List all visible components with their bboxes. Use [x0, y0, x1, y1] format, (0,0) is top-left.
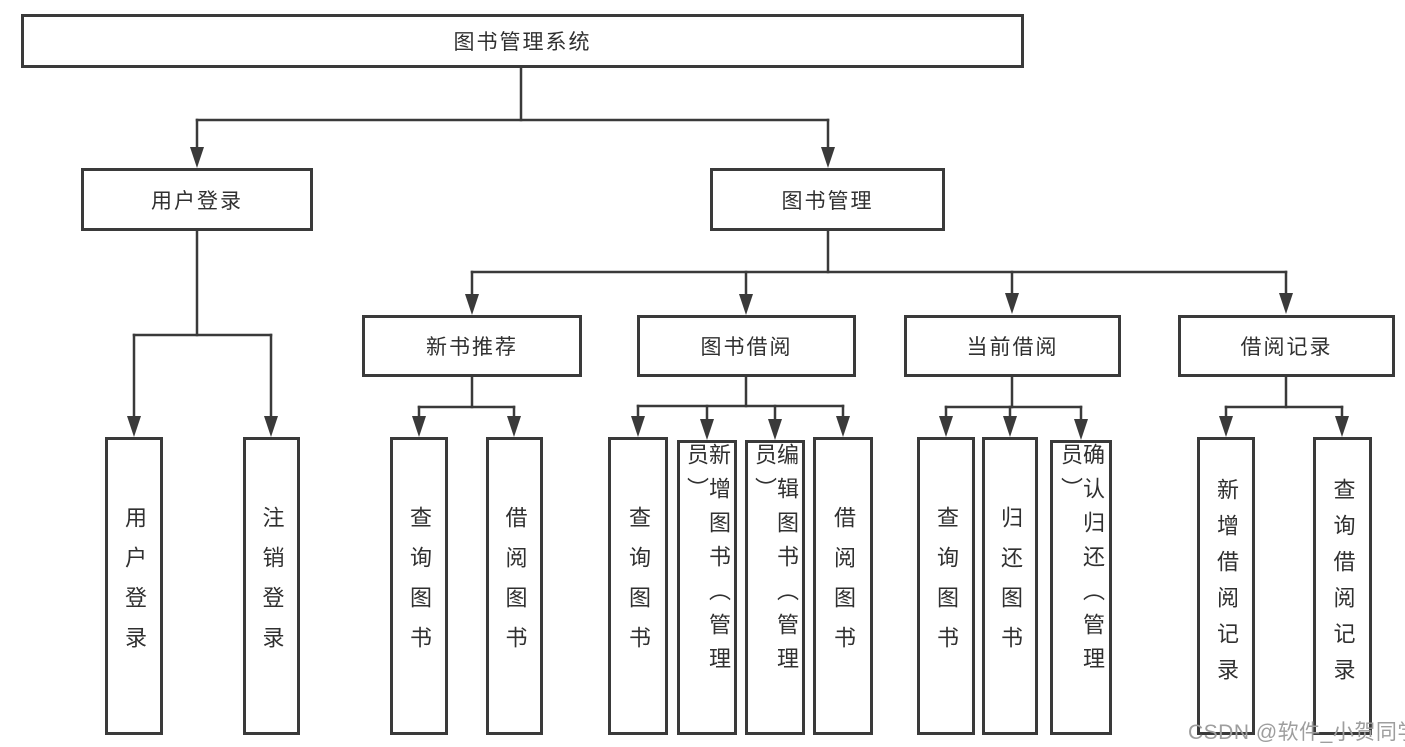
node-borrowing-records-label: 借阅记录	[1240, 336, 1333, 359]
leaf-add-borrow-record: 新增借阅记录	[1197, 437, 1255, 735]
leaf-borrow-books: 借阅图书	[813, 437, 873, 735]
node-book-management-label: 图书管理	[781, 189, 874, 213]
leaf-query-borrow-record-label: 查询借阅记录	[1330, 478, 1356, 694]
leaf-user-login-label: 用户登录	[122, 506, 147, 666]
leaf-add-books-admin-label: 新增图书（管理员）	[684, 443, 731, 681]
node-root: 图书管理系统	[21, 14, 1024, 68]
leaf-user-login: 用户登录	[105, 437, 163, 735]
node-current-borrowing-label: 当前借阅	[966, 336, 1059, 359]
node-book-borrowing-label: 图书借阅	[700, 336, 793, 359]
leaf-add-borrow-record-label: 新增借阅记录	[1214, 478, 1239, 694]
leaf-query-books-current-label: 查询图书	[934, 506, 959, 666]
node-book-management: 图书管理	[710, 168, 945, 231]
node-current-borrowing: 当前借阅	[904, 315, 1121, 377]
csdn-watermark: CSDN @软件_小贺同学	[1188, 721, 1405, 744]
node-user-login: 用户登录	[81, 168, 313, 231]
node-user-login-label: 用户登录	[151, 189, 243, 213]
node-root-label: 图书管理系统	[453, 31, 592, 54]
leaf-add-books-admin: 新增图书（管理员）	[677, 440, 737, 735]
node-new-book-recommend-label: 新书推荐	[426, 336, 518, 359]
leaf-confirm-return-admin: 确认归还（管理员）	[1050, 440, 1112, 735]
node-book-borrowing: 图书借阅	[637, 315, 856, 377]
leaf-return-books: 归还图书	[982, 437, 1038, 735]
leaf-query-books-borrowing: 查询图书	[608, 437, 668, 735]
leaf-return-books-label: 归还图书	[998, 506, 1023, 666]
leaf-confirm-return-admin-label: 确认归还（管理员）	[1058, 443, 1105, 681]
leaf-borrow-books-recommend-label: 借阅图书	[502, 506, 528, 666]
node-new-book-recommend: 新书推荐	[362, 315, 582, 377]
leaf-logout-label: 注销登录	[259, 506, 285, 666]
leaf-query-books-current: 查询图书	[917, 437, 975, 735]
leaf-query-borrow-record: 查询借阅记录	[1313, 437, 1372, 735]
leaf-edit-books-admin: 编辑图书（管理员）	[745, 440, 805, 735]
node-borrowing-records: 借阅记录	[1178, 315, 1395, 377]
leaf-edit-books-admin-label: 编辑图书（管理员）	[752, 443, 799, 681]
leaf-borrow-books-recommend: 借阅图书	[486, 437, 543, 735]
leaf-query-books-recommend: 查询图书	[390, 437, 448, 735]
leaf-logout: 注销登录	[243, 437, 300, 735]
leaf-borrow-books-label: 借阅图书	[831, 506, 856, 666]
leaf-query-books-borrowing-label: 查询图书	[626, 506, 651, 666]
leaf-query-books-recommend-label: 查询图书	[407, 506, 432, 666]
